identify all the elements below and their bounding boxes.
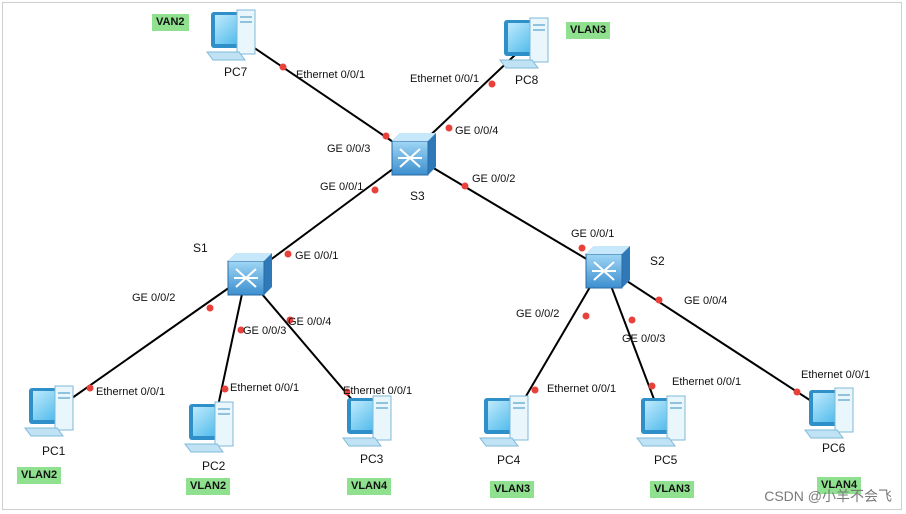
link-s3-s1	[249, 159, 406, 276]
pc-label: PC4	[497, 453, 521, 467]
switch-icon	[227, 252, 273, 296]
port-dot	[86, 384, 94, 392]
port-dot	[221, 385, 229, 393]
port-label: Ethernet 0/0/1	[547, 383, 616, 395]
link-s3-s2	[419, 159, 606, 271]
switch-label: S3	[410, 189, 425, 203]
port-dot	[582, 312, 590, 320]
port-dot	[445, 124, 453, 132]
port-label: GE 0/0/1	[320, 181, 363, 193]
pc-pc5[interactable]: PC5	[636, 395, 686, 467]
pc-label: PC5	[654, 453, 678, 467]
link-s1-pc2	[214, 279, 246, 421]
port-dot	[284, 250, 292, 258]
port-dot	[286, 316, 294, 324]
port-label: GE 0/0/4	[455, 125, 498, 137]
port-label: GE 0/0/1	[295, 250, 338, 262]
link-pc7-s3	[249, 44, 406, 151]
computer-icon	[342, 395, 392, 447]
port-dot	[382, 132, 390, 140]
port-label: GE 0/0/4	[288, 316, 331, 328]
port-dot	[461, 182, 469, 190]
port-dots	[86, 63, 801, 396]
switch-label: S2	[650, 254, 665, 268]
port-label: GE 0/0/3	[622, 333, 665, 345]
pc-label: PC3	[360, 452, 384, 466]
switch-s2[interactable]: S2	[585, 245, 665, 289]
vlan-tag-pc1: VLAN2	[17, 467, 62, 484]
pc-label: PC8	[515, 73, 539, 87]
pc-label: PC1	[42, 444, 66, 458]
vlan-tag-pc4: VLAN3	[490, 481, 535, 498]
port-label: GE 0/0/1	[571, 228, 614, 240]
port-dot	[237, 326, 245, 334]
port-label: Ethernet 0/0/1	[96, 386, 165, 398]
port-label: GE 0/0/3	[243, 325, 286, 337]
port-label: Ethernet 0/0/1	[296, 69, 365, 81]
port-labels: Ethernet 0/0/1 GE 0/0/3 Ethernet 0/0/1 G…	[96, 69, 870, 398]
pc-pc6[interactable]: PC6	[804, 387, 854, 455]
computer-icon	[206, 9, 256, 61]
vlan-tag-pc5: VLAN3	[650, 481, 695, 498]
vlan-tag-pc3: VLAN4	[347, 478, 392, 495]
port-dot	[531, 386, 539, 394]
link-s2-pc6	[609, 269, 826, 411]
computer-icon	[24, 385, 74, 437]
pc-label: PC6	[822, 441, 846, 455]
port-dot	[343, 388, 351, 396]
watermark: CSDN @小羊不会飞	[764, 488, 892, 504]
port-label: GE 0/0/3	[327, 143, 370, 155]
port-dot	[279, 63, 287, 71]
pc-pc4[interactable]: PC4	[479, 395, 529, 467]
computer-icon	[499, 17, 549, 69]
port-label: GE 0/0/2	[132, 292, 175, 304]
port-label: Ethernet 0/0/1	[672, 376, 741, 388]
switch-label: S1	[193, 241, 208, 255]
port-dot	[578, 244, 586, 252]
link-s2-pc5	[604, 269, 661, 416]
vlan-tag-pc6: VLAN4	[817, 477, 862, 494]
switch-icon	[585, 245, 631, 289]
switch-s1[interactable]: S1	[193, 241, 273, 296]
vlan-tag-pc8: VLAN3	[566, 22, 611, 39]
pc-pc8[interactable]: PC8	[499, 17, 549, 87]
port-label: Ethernet 0/0/1	[343, 385, 412, 397]
vlan-tag-pc7: VAN2	[152, 14, 189, 31]
port-label: Ethernet 0/0/1	[230, 382, 299, 394]
link-s1-pc1	[54, 279, 241, 411]
computer-icon	[479, 395, 529, 447]
link-pc8-s3	[419, 54, 516, 146]
link-s2-pc4	[511, 269, 601, 421]
port-dot	[793, 388, 801, 396]
pc-pc1[interactable]: PC1	[24, 385, 74, 458]
computer-icon	[636, 395, 686, 447]
vlan-tag-pc2: VLAN2	[186, 478, 231, 495]
port-label: Ethernet 0/0/1	[801, 369, 870, 381]
port-dot	[628, 316, 636, 324]
links	[54, 44, 826, 421]
pc-label: PC7	[224, 65, 248, 79]
port-dot	[648, 382, 656, 390]
switch-s3[interactable]: S3	[391, 132, 437, 203]
port-dot	[371, 186, 379, 194]
pc-pc3[interactable]: PC3	[342, 395, 392, 466]
port-label: GE 0/0/2	[472, 173, 515, 185]
switch-icon	[391, 132, 437, 176]
port-label: GE 0/0/4	[684, 295, 727, 307]
port-label: GE 0/0/2	[516, 308, 559, 320]
computer-icon	[184, 401, 234, 453]
pc-pc7[interactable]: PC7	[206, 9, 256, 79]
port-dot	[488, 80, 496, 88]
computer-icon	[804, 387, 854, 439]
pc-label: PC2	[202, 459, 226, 473]
pc-pc2[interactable]: PC2	[184, 401, 234, 473]
port-label: Ethernet 0/0/1	[410, 73, 479, 85]
port-dot	[655, 296, 663, 304]
port-dot	[206, 304, 214, 312]
